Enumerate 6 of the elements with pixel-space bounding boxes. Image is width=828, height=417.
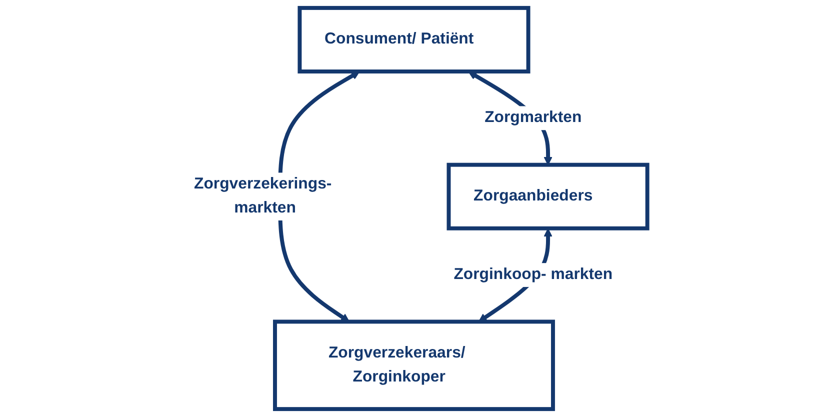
edge-label: Zorginkoop- markten — [454, 266, 613, 283]
node-box: Consument/ Patiënt — [298, 6, 530, 74]
node-box: Zorgverzekeraars/ Zorginkoper — [273, 320, 555, 412]
edge-label: Zorgmarkten — [484, 109, 582, 126]
node-box: Zorgaanbieders — [446, 162, 650, 230]
edge-label: Zorgverzekerings- markten — [194, 176, 332, 216]
